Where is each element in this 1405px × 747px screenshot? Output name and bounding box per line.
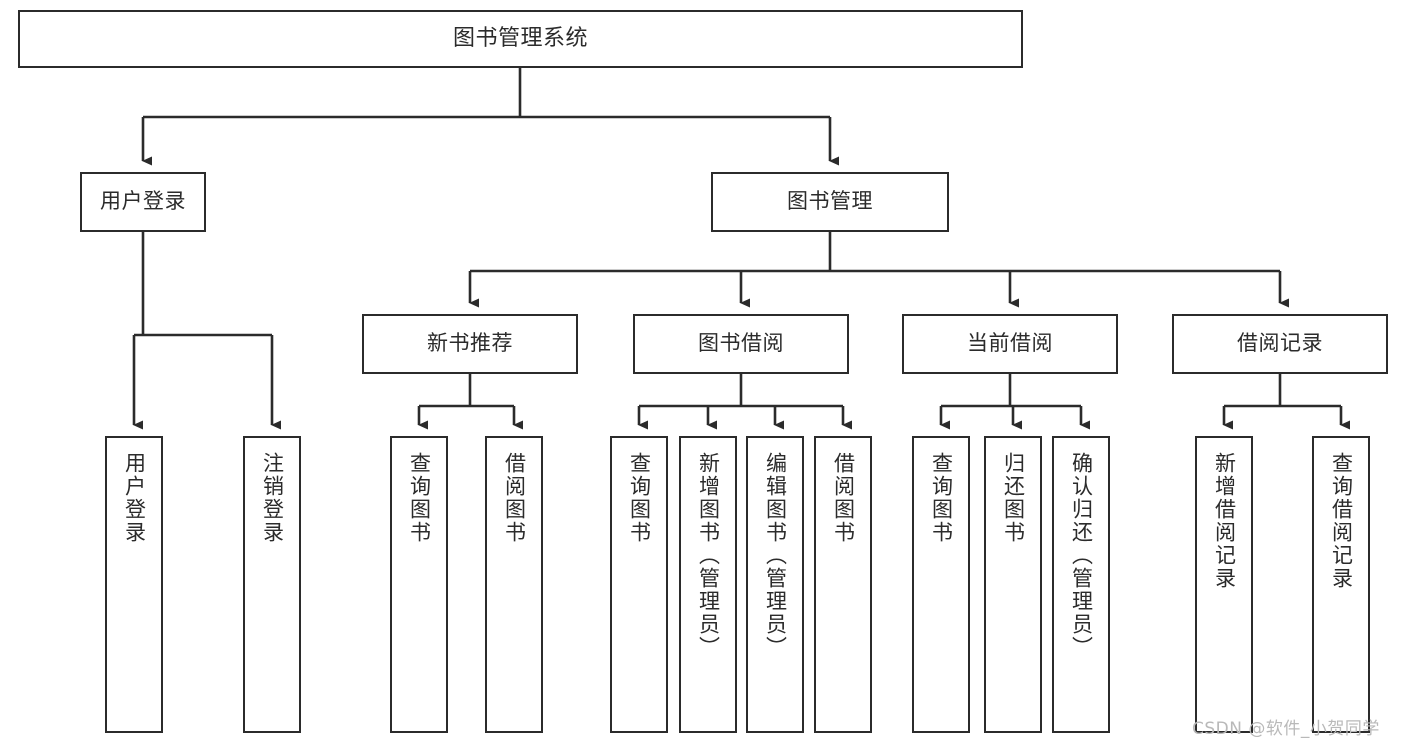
node-label: 确认归还（管理员） (1069, 452, 1094, 659)
leaf-user-logout[interactable]: 注销登录 (243, 436, 301, 733)
leaf-recommend-borrow-book[interactable]: 借阅图书 (485, 436, 543, 733)
node-label: 当前借阅 (967, 331, 1053, 356)
node-label: 查询图书 (407, 452, 432, 544)
node-label: 借阅图书 (831, 452, 856, 544)
leaf-record-query[interactable]: 查询借阅记录 (1312, 436, 1370, 733)
node-label: 查询图书 (929, 452, 954, 544)
node-new-book-recommend[interactable]: 新书推荐 (362, 314, 578, 374)
node-label: 图书借阅 (698, 331, 784, 356)
leaf-current-confirm-return-admin[interactable]: 确认归还（管理员） (1052, 436, 1110, 733)
node-label: 归还图书 (1001, 452, 1026, 544)
leaf-borrow-edit-book-admin[interactable]: 编辑图书（管理员） (746, 436, 804, 733)
node-root-system[interactable]: 图书管理系统 (18, 10, 1023, 68)
node-label: 借阅图书 (502, 452, 527, 544)
node-label: 注销登录 (260, 452, 285, 544)
node-label: 查询借阅记录 (1329, 452, 1354, 590)
leaf-borrow-add-book-admin[interactable]: 新增图书（管理员） (679, 436, 737, 733)
node-borrow-record[interactable]: 借阅记录 (1172, 314, 1388, 374)
node-label: 图书管理系统 (452, 25, 588, 51)
node-label: 新增图书（管理员） (696, 452, 721, 659)
csdn-watermark: CSDN @软件_小贺同学 (1192, 719, 1380, 739)
leaf-user-login[interactable]: 用户登录 (105, 436, 163, 733)
node-book-borrow[interactable]: 图书借阅 (633, 314, 849, 374)
leaf-borrow-query-book[interactable]: 查询图书 (610, 436, 668, 733)
node-label: 用户登录 (100, 189, 186, 214)
leaf-recommend-query-book[interactable]: 查询图书 (390, 436, 448, 733)
node-label: 图书管理 (787, 189, 873, 214)
node-label: 编辑图书（管理员） (763, 452, 788, 659)
leaf-borrow-borrow-book[interactable]: 借阅图书 (814, 436, 872, 733)
node-book-management[interactable]: 图书管理 (711, 172, 949, 232)
node-label: 新书推荐 (427, 331, 513, 356)
node-user-login[interactable]: 用户登录 (80, 172, 206, 232)
node-current-borrow[interactable]: 当前借阅 (902, 314, 1118, 374)
node-label: 查询图书 (627, 452, 652, 544)
node-label: 用户登录 (122, 452, 147, 544)
node-label: 新增借阅记录 (1212, 452, 1237, 590)
leaf-record-add[interactable]: 新增借阅记录 (1195, 436, 1253, 733)
leaf-current-query-book[interactable]: 查询图书 (912, 436, 970, 733)
node-label: 借阅记录 (1237, 331, 1323, 356)
leaf-current-return-book[interactable]: 归还图书 (984, 436, 1042, 733)
